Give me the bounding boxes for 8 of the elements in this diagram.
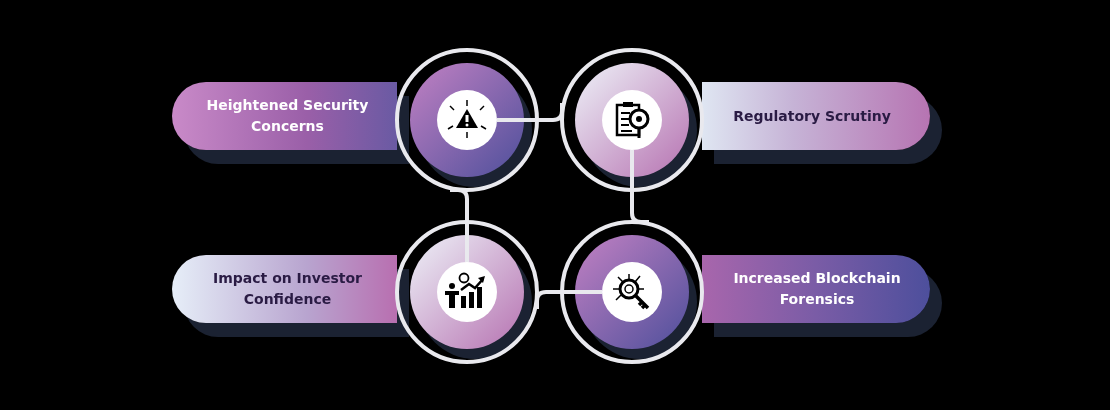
icon-circle [560,220,704,364]
icon-circle [395,220,539,364]
topic-label: Heightened Security Concerns [205,96,370,136]
topic-label: Impact on Investor Confidence [212,269,363,309]
icon-circle [560,48,704,192]
topic-label: Regulatory Scrutiny [732,106,892,126]
icon-circle [395,48,539,192]
topic-label: Increased Blockchain Forensics [732,269,902,309]
